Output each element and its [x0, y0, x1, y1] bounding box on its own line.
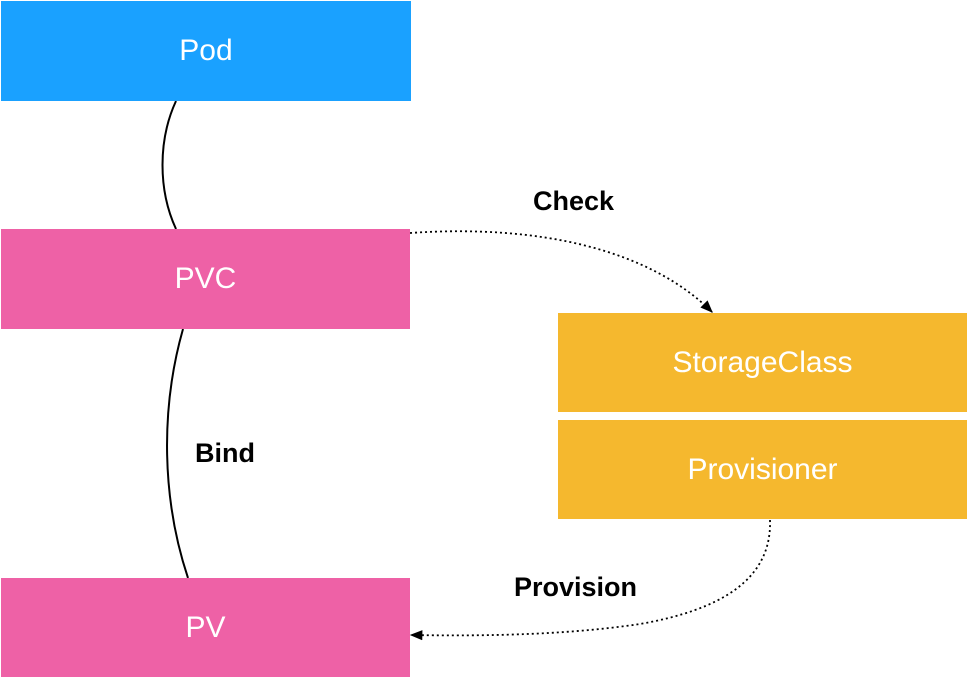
- pod-node: Pod: [1, 1, 411, 101]
- pod-pvc-connector: [161, 100, 177, 230]
- provision-edge-label: Provision: [514, 572, 638, 602]
- bind-edge-label: Bind: [195, 438, 255, 468]
- check-arrow: [409, 230, 713, 313]
- provisioner-node-label: Provisioner: [687, 452, 838, 486]
- pv-node: PV: [1, 578, 410, 677]
- pvc-node: PVC: [1, 229, 410, 329]
- pvc-node-label: PVC: [174, 262, 237, 295]
- storage-class-node: StorageClass: [558, 313, 967, 412]
- pvc-pv-bind-connector: [166, 328, 189, 579]
- provision-arrow: [409, 519, 771, 641]
- provisioner-node: Provisioner: [558, 420, 967, 519]
- storage-class-node-label: StorageClass: [672, 345, 853, 379]
- pv-node-label: PV: [185, 610, 226, 644]
- check-edge-label: Check: [533, 186, 615, 216]
- pod-node-label: Pod: [179, 34, 233, 67]
